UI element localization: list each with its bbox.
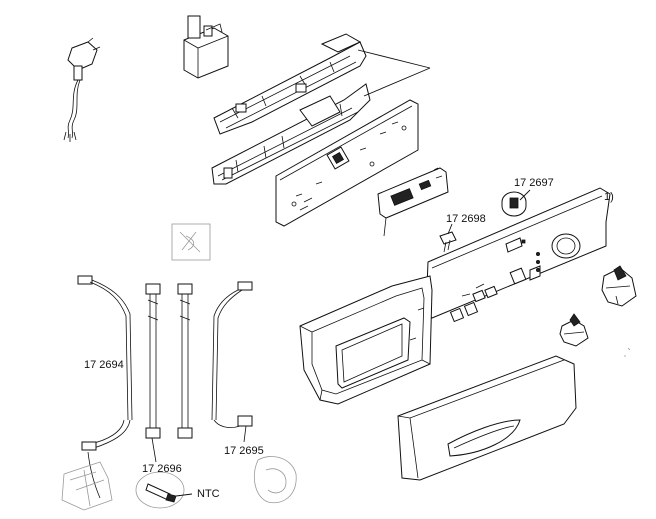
- leader-lines-module: [357, 49, 431, 97]
- small-knob: [559, 313, 589, 347]
- ntc-sensor: [135, 471, 193, 509]
- selector-knob: [601, 265, 637, 307]
- electronic-module-lower: [211, 83, 371, 185]
- part-number-172697: 17 2697: [514, 177, 554, 189]
- wiring-harness-172695: [211, 281, 253, 443]
- motor-sensor-sketch: [254, 456, 297, 504]
- program-knob-part: [501, 189, 531, 217]
- pressure-switch-sketch: [61, 461, 113, 511]
- wiring-harness-172696: [145, 283, 193, 463]
- interference-filter: [183, 15, 229, 79]
- wiring-harness-172694: [77, 275, 133, 499]
- spindle-part: [439, 223, 457, 253]
- electronic-module-upper: [213, 33, 367, 135]
- mains-plug-cable: [63, 37, 101, 142]
- display-board: [377, 167, 449, 237]
- drawer-handle-cover: [397, 355, 577, 481]
- ntc-label: NTC: [197, 488, 220, 500]
- clip-sketch-faint: [171, 223, 211, 261]
- part-number-172698: 17 2698: [446, 213, 486, 225]
- control-panel-fascia: [425, 187, 611, 323]
- control-pcb: [275, 99, 419, 227]
- part-number-172695: 17 2695: [224, 445, 264, 457]
- part-number-172694: 17 2694: [84, 359, 124, 371]
- footnote-marker: 1): [604, 191, 614, 203]
- part-number-172696: 17 2696: [142, 463, 182, 475]
- drawer-frame: [299, 275, 433, 405]
